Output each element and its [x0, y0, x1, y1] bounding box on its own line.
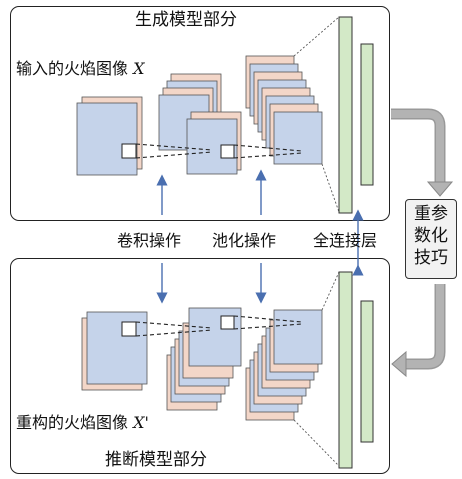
input-feature-stack	[76, 96, 143, 176]
projection-lines-top	[135, 143, 303, 159]
reparam-line-2: 数化	[414, 225, 448, 246]
fc-layer-label: 全连接层	[313, 231, 378, 250]
output-feature-stack	[81, 311, 148, 391]
fc-perspective-lines-bottom	[293, 271, 340, 467]
flow-arrow-from-reparam	[391, 284, 446, 378]
conv-feature-stack-top	[158, 73, 242, 175]
reparam-line-3: 技巧	[414, 247, 448, 268]
output-image-label: 重构的火焰图像 X'	[16, 415, 149, 431]
fc-perspective-lines-top	[293, 16, 340, 213]
conv-operation-label: 卷积操作	[117, 231, 182, 250]
inference-model-title: 推断模型部分	[105, 450, 207, 470]
reparam-line-1: 重参	[414, 204, 448, 224]
output-image-symbol: X'	[133, 413, 149, 432]
flow-arrow-to-reparam	[391, 108, 454, 197]
projection-lines-bottom	[135, 315, 303, 337]
conv-feature-stack-bottom	[166, 307, 242, 411]
pool-feature-stack-bottom	[245, 309, 323, 421]
pool-feature-stack-top	[245, 55, 323, 165]
input-image-label: 输入的火焰图像 X	[16, 61, 145, 77]
pool-operation-label: 池化操作	[212, 231, 277, 250]
input-image-symbol: X	[133, 59, 145, 78]
fc-layers-bottom	[338, 271, 374, 469]
fc-layers-top	[338, 16, 374, 214]
generative-model-title: 生成模型部分	[135, 10, 237, 30]
reparameterization-box: 重参 数化 技巧	[405, 199, 457, 279]
output-image-text: 重构的火焰图像	[16, 413, 129, 432]
input-image-text: 输入的火焰图像	[16, 59, 129, 78]
